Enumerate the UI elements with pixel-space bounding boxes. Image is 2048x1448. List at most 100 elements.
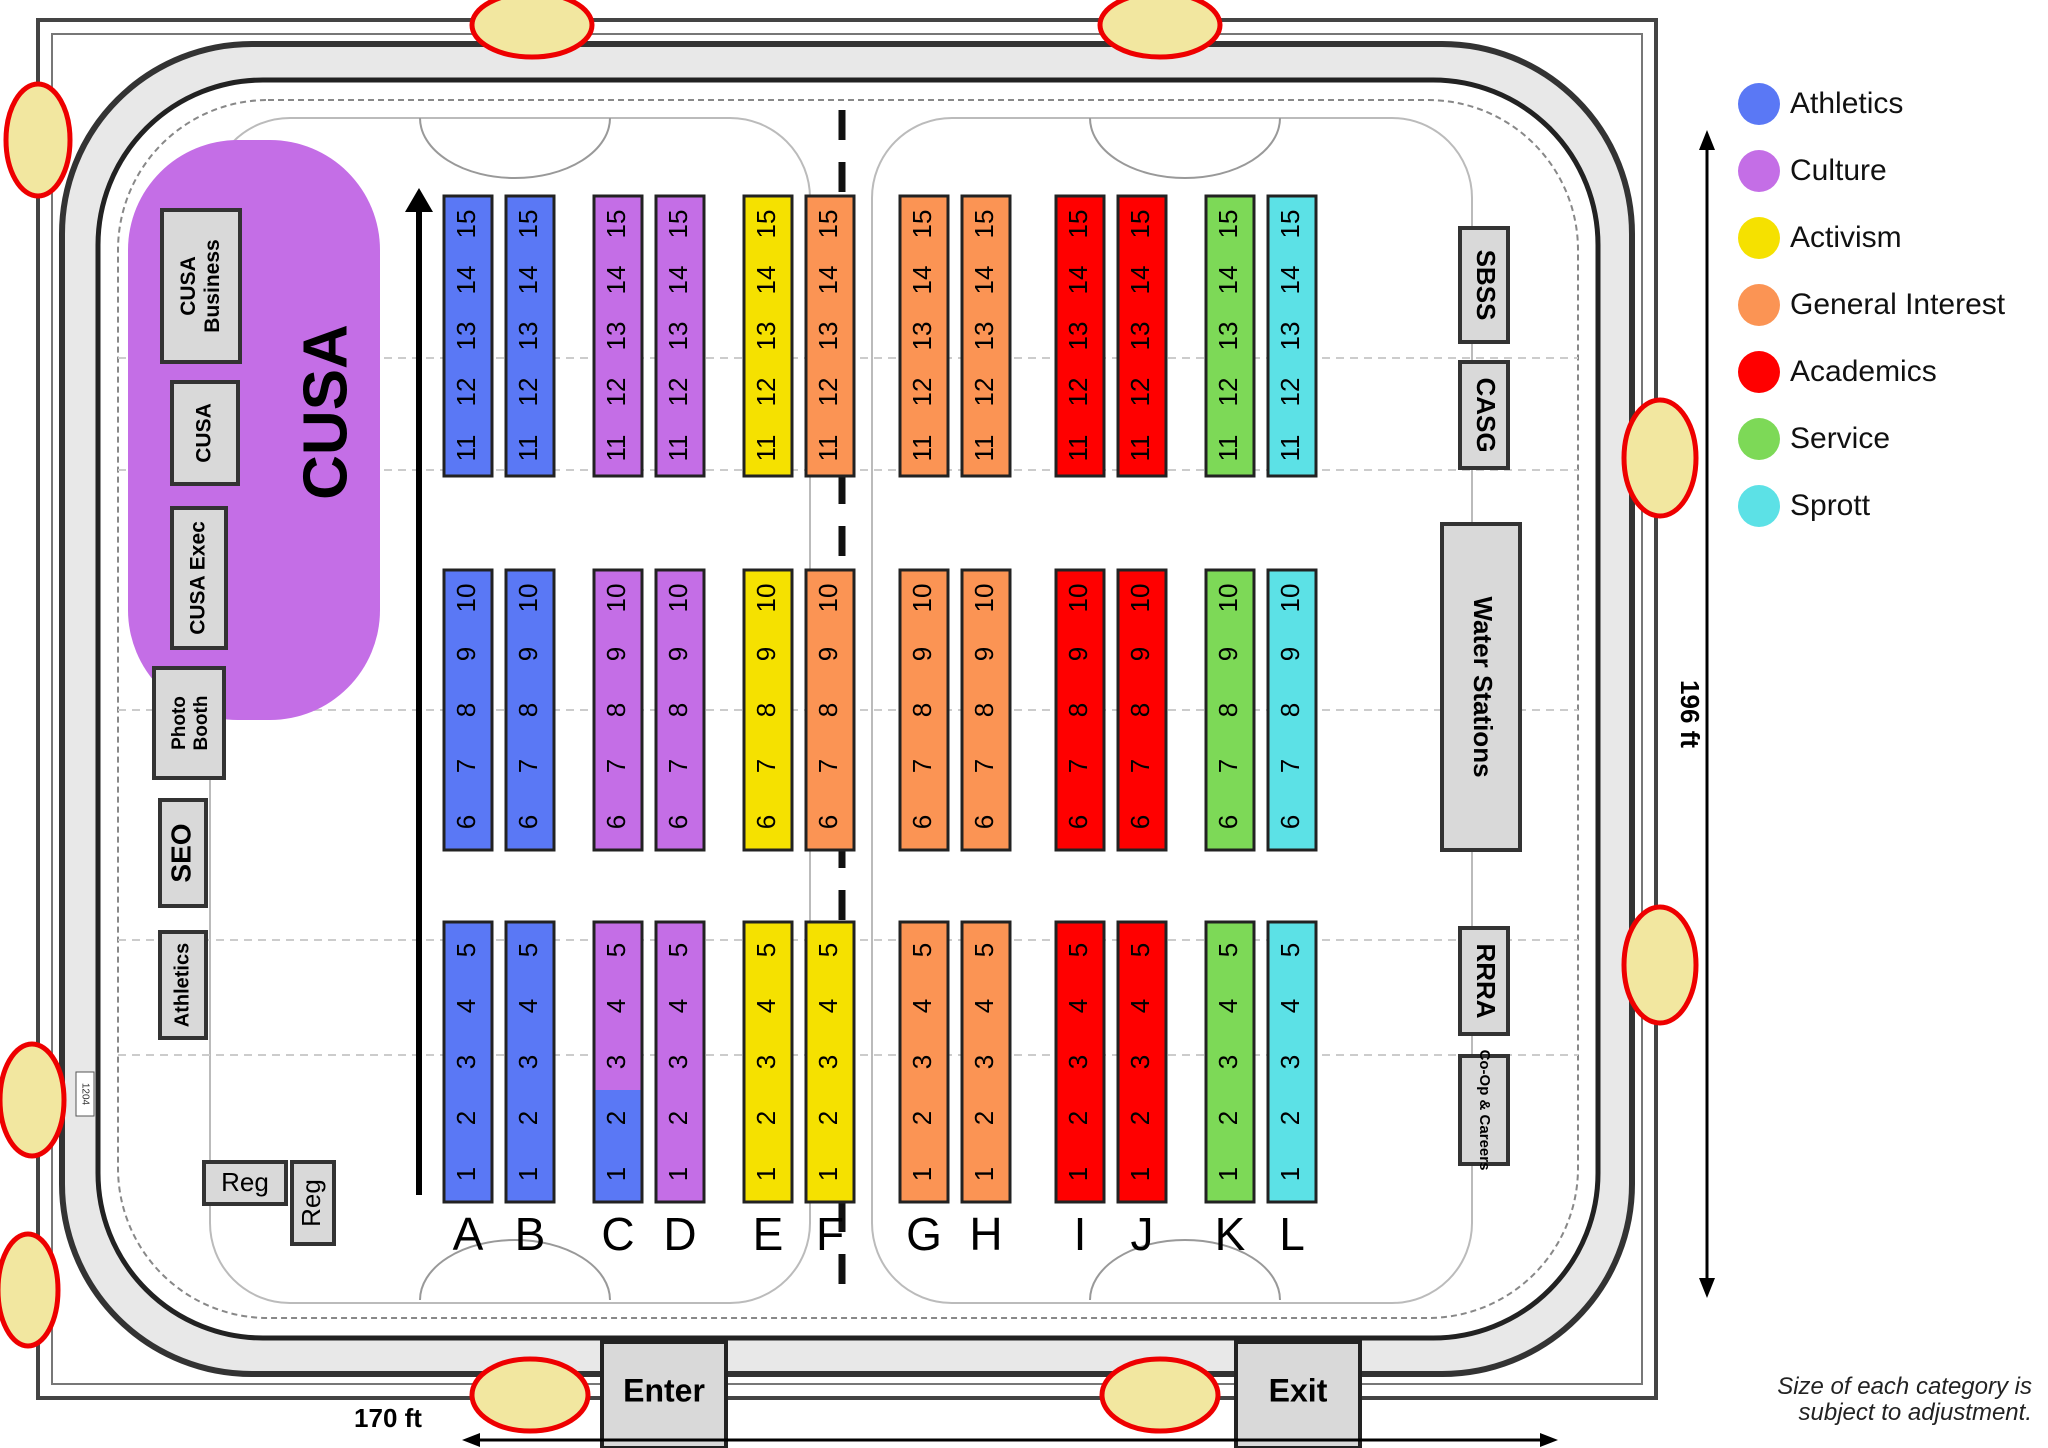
booth-number: 3 bbox=[751, 1055, 781, 1069]
booth-number: 4 bbox=[663, 999, 693, 1013]
booth-block-outline bbox=[898, 194, 950, 478]
exit-label: Exit bbox=[1269, 1372, 1328, 1408]
booth-G8 bbox=[900, 682, 948, 738]
legend-item-service: Service bbox=[1738, 405, 2038, 472]
legend-label: Athletics bbox=[1790, 86, 1904, 120]
booth-block-outline bbox=[742, 194, 794, 478]
column-label-f: F bbox=[816, 1208, 844, 1260]
booth-number: 1 bbox=[451, 1167, 481, 1181]
booth-number: 4 bbox=[513, 999, 543, 1013]
booth-D13 bbox=[656, 308, 704, 364]
height-arrow-top bbox=[1699, 130, 1715, 150]
booth-number: 10 bbox=[1275, 584, 1305, 613]
booth-number: 3 bbox=[1063, 1055, 1093, 1069]
booth-number: 12 bbox=[601, 378, 631, 407]
booth-L11 bbox=[1268, 420, 1316, 476]
station-athletics: Athletics bbox=[158, 930, 208, 1040]
cusa-area-label: CUSA bbox=[291, 324, 360, 500]
booth-number: 13 bbox=[1063, 322, 1093, 351]
booth-C1 bbox=[594, 1146, 642, 1202]
booth-grid: 1514131211109876543211514131211109876543… bbox=[442, 194, 1318, 1204]
booth-D7 bbox=[656, 738, 704, 794]
booth-number: 5 bbox=[513, 943, 543, 957]
booth-number: 11 bbox=[969, 435, 999, 462]
booth-number: 13 bbox=[751, 322, 781, 351]
booth-A3 bbox=[444, 1034, 492, 1090]
booth-E8 bbox=[744, 682, 792, 738]
enter-door[interactable]: Enter bbox=[600, 1340, 728, 1448]
booth-K3 bbox=[1206, 1034, 1254, 1090]
booth-J2 bbox=[1118, 1090, 1166, 1146]
booth-number: 10 bbox=[751, 584, 781, 613]
booth-H2 bbox=[962, 1090, 1010, 1146]
booth-J9 bbox=[1118, 626, 1166, 682]
booth-K8 bbox=[1206, 682, 1254, 738]
note-line-1: Size of each category is bbox=[1777, 1373, 2032, 1400]
booth-number: 13 bbox=[601, 322, 631, 351]
booth-L6 bbox=[1268, 794, 1316, 850]
booth-L9 bbox=[1268, 626, 1316, 682]
booth-number: 9 bbox=[663, 647, 693, 661]
room-marker-label: 1204 bbox=[79, 1083, 90, 1106]
booth-number: 5 bbox=[1275, 943, 1305, 957]
booth-A7 bbox=[444, 738, 492, 794]
booth-number: 12 bbox=[907, 378, 937, 407]
width-dimension-label: 170 ft bbox=[354, 1403, 422, 1433]
booth-I10 bbox=[1056, 570, 1104, 626]
booth-number: 15 bbox=[969, 210, 999, 239]
station-co-op-careers: Co-Op & Careers bbox=[1458, 1050, 1510, 1170]
booth-number: 4 bbox=[451, 999, 481, 1013]
booth-number: 2 bbox=[907, 1111, 937, 1125]
station-label: RRRA bbox=[1471, 943, 1501, 1018]
booth-D8 bbox=[656, 682, 704, 738]
booth-number: 1 bbox=[663, 1167, 693, 1181]
booth-C12 bbox=[594, 364, 642, 420]
booth-L13 bbox=[1268, 308, 1316, 364]
booth-A4 bbox=[444, 978, 492, 1034]
booth-C11 bbox=[594, 420, 642, 476]
booth-J14 bbox=[1118, 252, 1166, 308]
booth-number: 12 bbox=[663, 378, 693, 407]
booth-number: 12 bbox=[969, 378, 999, 407]
booth-E11 bbox=[744, 420, 792, 476]
legend-label: Service bbox=[1790, 421, 1891, 455]
door-marker bbox=[0, 1041, 67, 1159]
booth-number: 10 bbox=[601, 584, 631, 613]
station-label: CUSA bbox=[193, 403, 216, 463]
booth-F6 bbox=[806, 794, 854, 850]
booth-K5 bbox=[1206, 922, 1254, 978]
booth-number: 9 bbox=[1063, 647, 1093, 661]
booth-number: 10 bbox=[663, 584, 693, 613]
booth-number: 7 bbox=[513, 759, 543, 773]
column-label-a: A bbox=[453, 1208, 484, 1260]
booth-H5 bbox=[962, 922, 1010, 978]
legend-item-activism: Activism bbox=[1738, 204, 2038, 271]
booth-J11 bbox=[1118, 420, 1166, 476]
booth-number: 14 bbox=[1125, 266, 1155, 295]
booth-K4 bbox=[1206, 978, 1254, 1034]
booth-I15 bbox=[1056, 196, 1104, 252]
legend-label: Activism bbox=[1790, 220, 1902, 254]
station-label: Business bbox=[201, 239, 224, 332]
booth-G11 bbox=[900, 420, 948, 476]
booth-K13 bbox=[1206, 308, 1254, 364]
booth-E13 bbox=[744, 308, 792, 364]
booth-A1 bbox=[444, 1146, 492, 1202]
booth-number: 13 bbox=[907, 322, 937, 351]
booth-B7 bbox=[506, 738, 554, 794]
exit-door[interactable]: Exit bbox=[1234, 1340, 1362, 1448]
booth-number: 2 bbox=[601, 1111, 631, 1125]
booth-H7 bbox=[962, 738, 1010, 794]
booth-A2 bbox=[444, 1090, 492, 1146]
booth-C7 bbox=[594, 738, 642, 794]
booth-D3 bbox=[656, 1034, 704, 1090]
booth-number: 5 bbox=[601, 943, 631, 957]
building-inner-wall bbox=[51, 33, 1643, 1385]
booth-F5 bbox=[806, 922, 854, 978]
booth-H13 bbox=[962, 308, 1010, 364]
booth-number: 14 bbox=[969, 266, 999, 295]
booth-number: 9 bbox=[751, 647, 781, 661]
booth-number: 13 bbox=[451, 322, 481, 351]
booth-number: 1 bbox=[1125, 1167, 1155, 1181]
booth-L5 bbox=[1268, 922, 1316, 978]
